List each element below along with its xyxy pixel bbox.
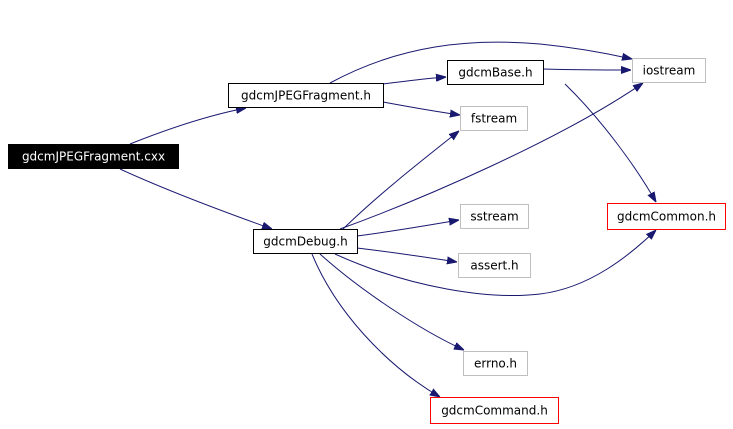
node-box-gdcmdebug-h xyxy=(253,229,358,254)
edge-gdcmbase-h-to-gdcmcommon-h xyxy=(564,83,656,202)
node-errno-h[interactable]: errno.h xyxy=(463,351,528,376)
node-label-gdcmcommand-h: gdcmCommand.h xyxy=(441,404,548,418)
node-gdcmcommand-h[interactable]: gdcmCommand.h xyxy=(430,397,559,424)
node-gdcmcommon-h[interactable]: gdcmCommon.h xyxy=(607,203,726,230)
edge-gdcmjpegfragment-h-to-gdcmbase-h xyxy=(382,77,446,85)
edge-gdcmdebug-h-to-gdcmcommand-h xyxy=(311,253,440,397)
node-box-gdcmcommand-h xyxy=(430,397,559,424)
edge-gdcmdebug-h-to-iostream xyxy=(339,83,643,230)
nodes-layer: gdcmJPEGFragment.cxx gdcmJPEGFragment.h gd… xyxy=(8,58,726,424)
node-label-gdcmdebug-h: gdcmDebug.h xyxy=(263,235,347,249)
node-iostream[interactable]: iostream xyxy=(632,58,706,83)
edge-gdcmdebug-h-to-sstream xyxy=(356,220,459,237)
node-box-iostream xyxy=(632,58,706,83)
node-fstream[interactable]: fstream xyxy=(460,106,528,131)
node-assert-h[interactable]: assert.h xyxy=(458,253,531,278)
node-label-gdcmbase-h: gdcmBase.h xyxy=(458,66,532,80)
node-label-gdcmjpegfragment-cxx: gdcmJPEGFragment.cxx xyxy=(22,150,165,164)
edge-gdcmbase-h-to-iostream xyxy=(542,69,631,70)
edge-gdcmdebug-h-to-fstream xyxy=(342,131,459,230)
node-box-sstream xyxy=(460,204,529,229)
node-box-gdcmjpegfragment-cxx xyxy=(8,144,179,169)
node-label-fstream: fstream xyxy=(471,112,517,126)
edge-gdcmjpegfragment-h-to-iostream xyxy=(329,41,632,84)
node-box-fstream xyxy=(460,106,528,131)
node-box-gdcmbase-h xyxy=(447,60,544,85)
node-label-assert-h: assert.h xyxy=(470,259,518,273)
node-label-errno-h: errno.h xyxy=(474,357,517,371)
edge-gdcmjpegfragment-cxx-to-gdcmdebug-h xyxy=(119,168,272,229)
node-label-gdcmjpegfragment-h: gdcmJPEGFragment.h xyxy=(241,89,371,103)
node-sstream[interactable]: sstream xyxy=(460,204,529,229)
node-label-sstream: sstream xyxy=(470,210,518,224)
node-box-gdcmcommon-h xyxy=(607,203,726,230)
edge-gdcmjpegfragment-cxx-to-gdcmjpegfragment-h xyxy=(129,108,246,145)
node-box-errno-h xyxy=(463,351,528,376)
edge-gdcmjpegfragment-h-to-fstream xyxy=(382,101,460,115)
edges-layer xyxy=(119,41,656,397)
node-gdcmjpegfragment-h[interactable]: gdcmJPEGFragment.h xyxy=(228,83,384,108)
node-box-assert-h xyxy=(458,253,531,278)
node-label-gdcmcommon-h: gdcmCommon.h xyxy=(617,210,716,224)
node-box-gdcmjpegfragment-h xyxy=(228,83,384,108)
edge-gdcmdebug-h-to-assert-h xyxy=(356,247,457,262)
edge-gdcmdebug-h-to-gdcmcommon-h xyxy=(334,230,656,296)
node-label-iostream: iostream xyxy=(643,64,696,78)
node-gdcmdebug-h[interactable]: gdcmDebug.h xyxy=(253,229,358,254)
node-gdcmbase-h[interactable]: gdcmBase.h xyxy=(447,60,544,85)
edge-gdcmdebug-h-to-errno-h xyxy=(319,253,464,350)
node-gdcmjpegfragment-cxx[interactable]: gdcmJPEGFragment.cxx xyxy=(8,144,179,169)
